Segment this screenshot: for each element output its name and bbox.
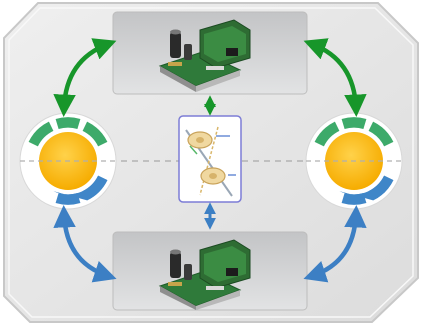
arrow-bottom-right xyxy=(303,205,367,283)
drive-unit-top xyxy=(112,11,308,95)
drive-unit-bottom xyxy=(112,231,308,311)
motor-ring-icon xyxy=(19,112,117,210)
arrow-bottom-left xyxy=(53,205,117,283)
arrow-top-right xyxy=(303,38,367,117)
gear-shaft-icon xyxy=(185,126,236,197)
motor-right xyxy=(305,112,403,210)
center-module xyxy=(178,115,242,203)
motor-left xyxy=(19,112,117,210)
motor-drive-board-icon xyxy=(158,239,251,310)
motor-ring-icon xyxy=(305,112,403,210)
motor-drive-board-icon xyxy=(158,19,251,92)
panel-inner-edge xyxy=(8,7,414,318)
arrow-top-left xyxy=(53,38,117,117)
